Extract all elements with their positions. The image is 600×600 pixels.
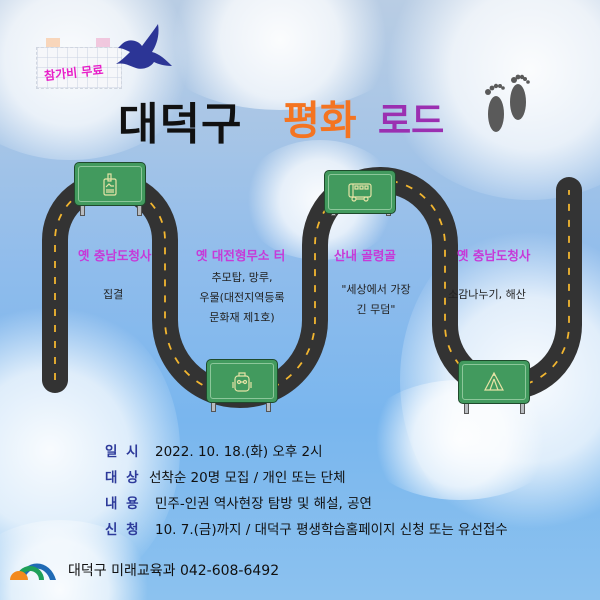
sign-stop-3: [324, 170, 396, 214]
dove-icon: [116, 24, 172, 69]
info-label: 내 용: [105, 496, 141, 512]
backpack-icon: [232, 372, 252, 392]
stop-2-desc-line: 문화재 제1호): [209, 311, 275, 324]
fee-tag: [36, 47, 122, 89]
tent-icon: [484, 371, 504, 391]
info-row-apply: 신 청 10. 7.(금)까지 / 대덕구 평생학습홈페이지 신청 또는 유선접수: [105, 518, 508, 538]
stop-3-desc-line: 긴 무덤": [356, 303, 396, 316]
stop-2-desc: 추모탑, 망루, 우물(대전지역등록 문화재 제1호): [192, 268, 292, 328]
stop-1-desc: 집결: [103, 288, 124, 301]
footprints-icon: [485, 74, 530, 132]
clipboard-icon: [103, 173, 117, 196]
cloud: [150, 0, 410, 110]
stop-2-desc-line: 우물(대전지역등록: [199, 291, 285, 304]
stop-1-title: 옛 충남도청사: [78, 248, 152, 263]
sign-stop-2: [206, 359, 278, 403]
info-value: 선착순 20명 모집 / 개인 또는 단체: [149, 470, 346, 486]
stop-4-desc: 소감나누기, 해산: [448, 288, 526, 301]
info-row-target: 대 상 선착순 20명 모집 / 개인 또는 단체: [105, 466, 346, 486]
footer-contact: 대덕구 미래교육과 042-608-6492: [68, 563, 280, 579]
title-peace: 평화: [283, 98, 357, 144]
title-road: 로드: [378, 101, 445, 142]
info-row-date: 일 시 2022. 10. 18.(화) 오후 2시: [105, 440, 323, 460]
sign-stop-4: [458, 360, 530, 404]
info-label: 신 청: [105, 522, 141, 538]
info-row-content: 내 용 민주-인권 역사현장 탐방 및 해설, 공연: [105, 492, 372, 512]
stop-4-title: 옛 충남도청사: [457, 248, 531, 263]
info-label: 대 상: [105, 470, 141, 486]
info-value: 10. 7.(금)까지 / 대덕구 평생학습홈페이지 신청 또는 유선접수: [155, 522, 508, 538]
info-value: 민주-인권 역사현장 탐방 및 해설, 공연: [155, 496, 372, 512]
stop-3-title: 산내 골령골: [334, 248, 396, 263]
stop-2-title: 옛 대전형무소 터: [196, 248, 286, 263]
daedeok-logo-icon: [10, 563, 56, 580]
stop-3-desc-line: "세상에서 가장: [341, 283, 411, 296]
stop-3-desc: "세상에서 가장 긴 무덤": [326, 280, 426, 320]
sign-stop-1: [74, 162, 146, 206]
bus-icon: [348, 183, 372, 202]
stop-2-desc-line: 추모탑, 망루,: [211, 271, 273, 284]
title-daedeok: 대덕구: [118, 99, 243, 150]
info-label: 일 시: [105, 444, 141, 460]
info-value: 2022. 10. 18.(화) 오후 2시: [155, 444, 323, 460]
